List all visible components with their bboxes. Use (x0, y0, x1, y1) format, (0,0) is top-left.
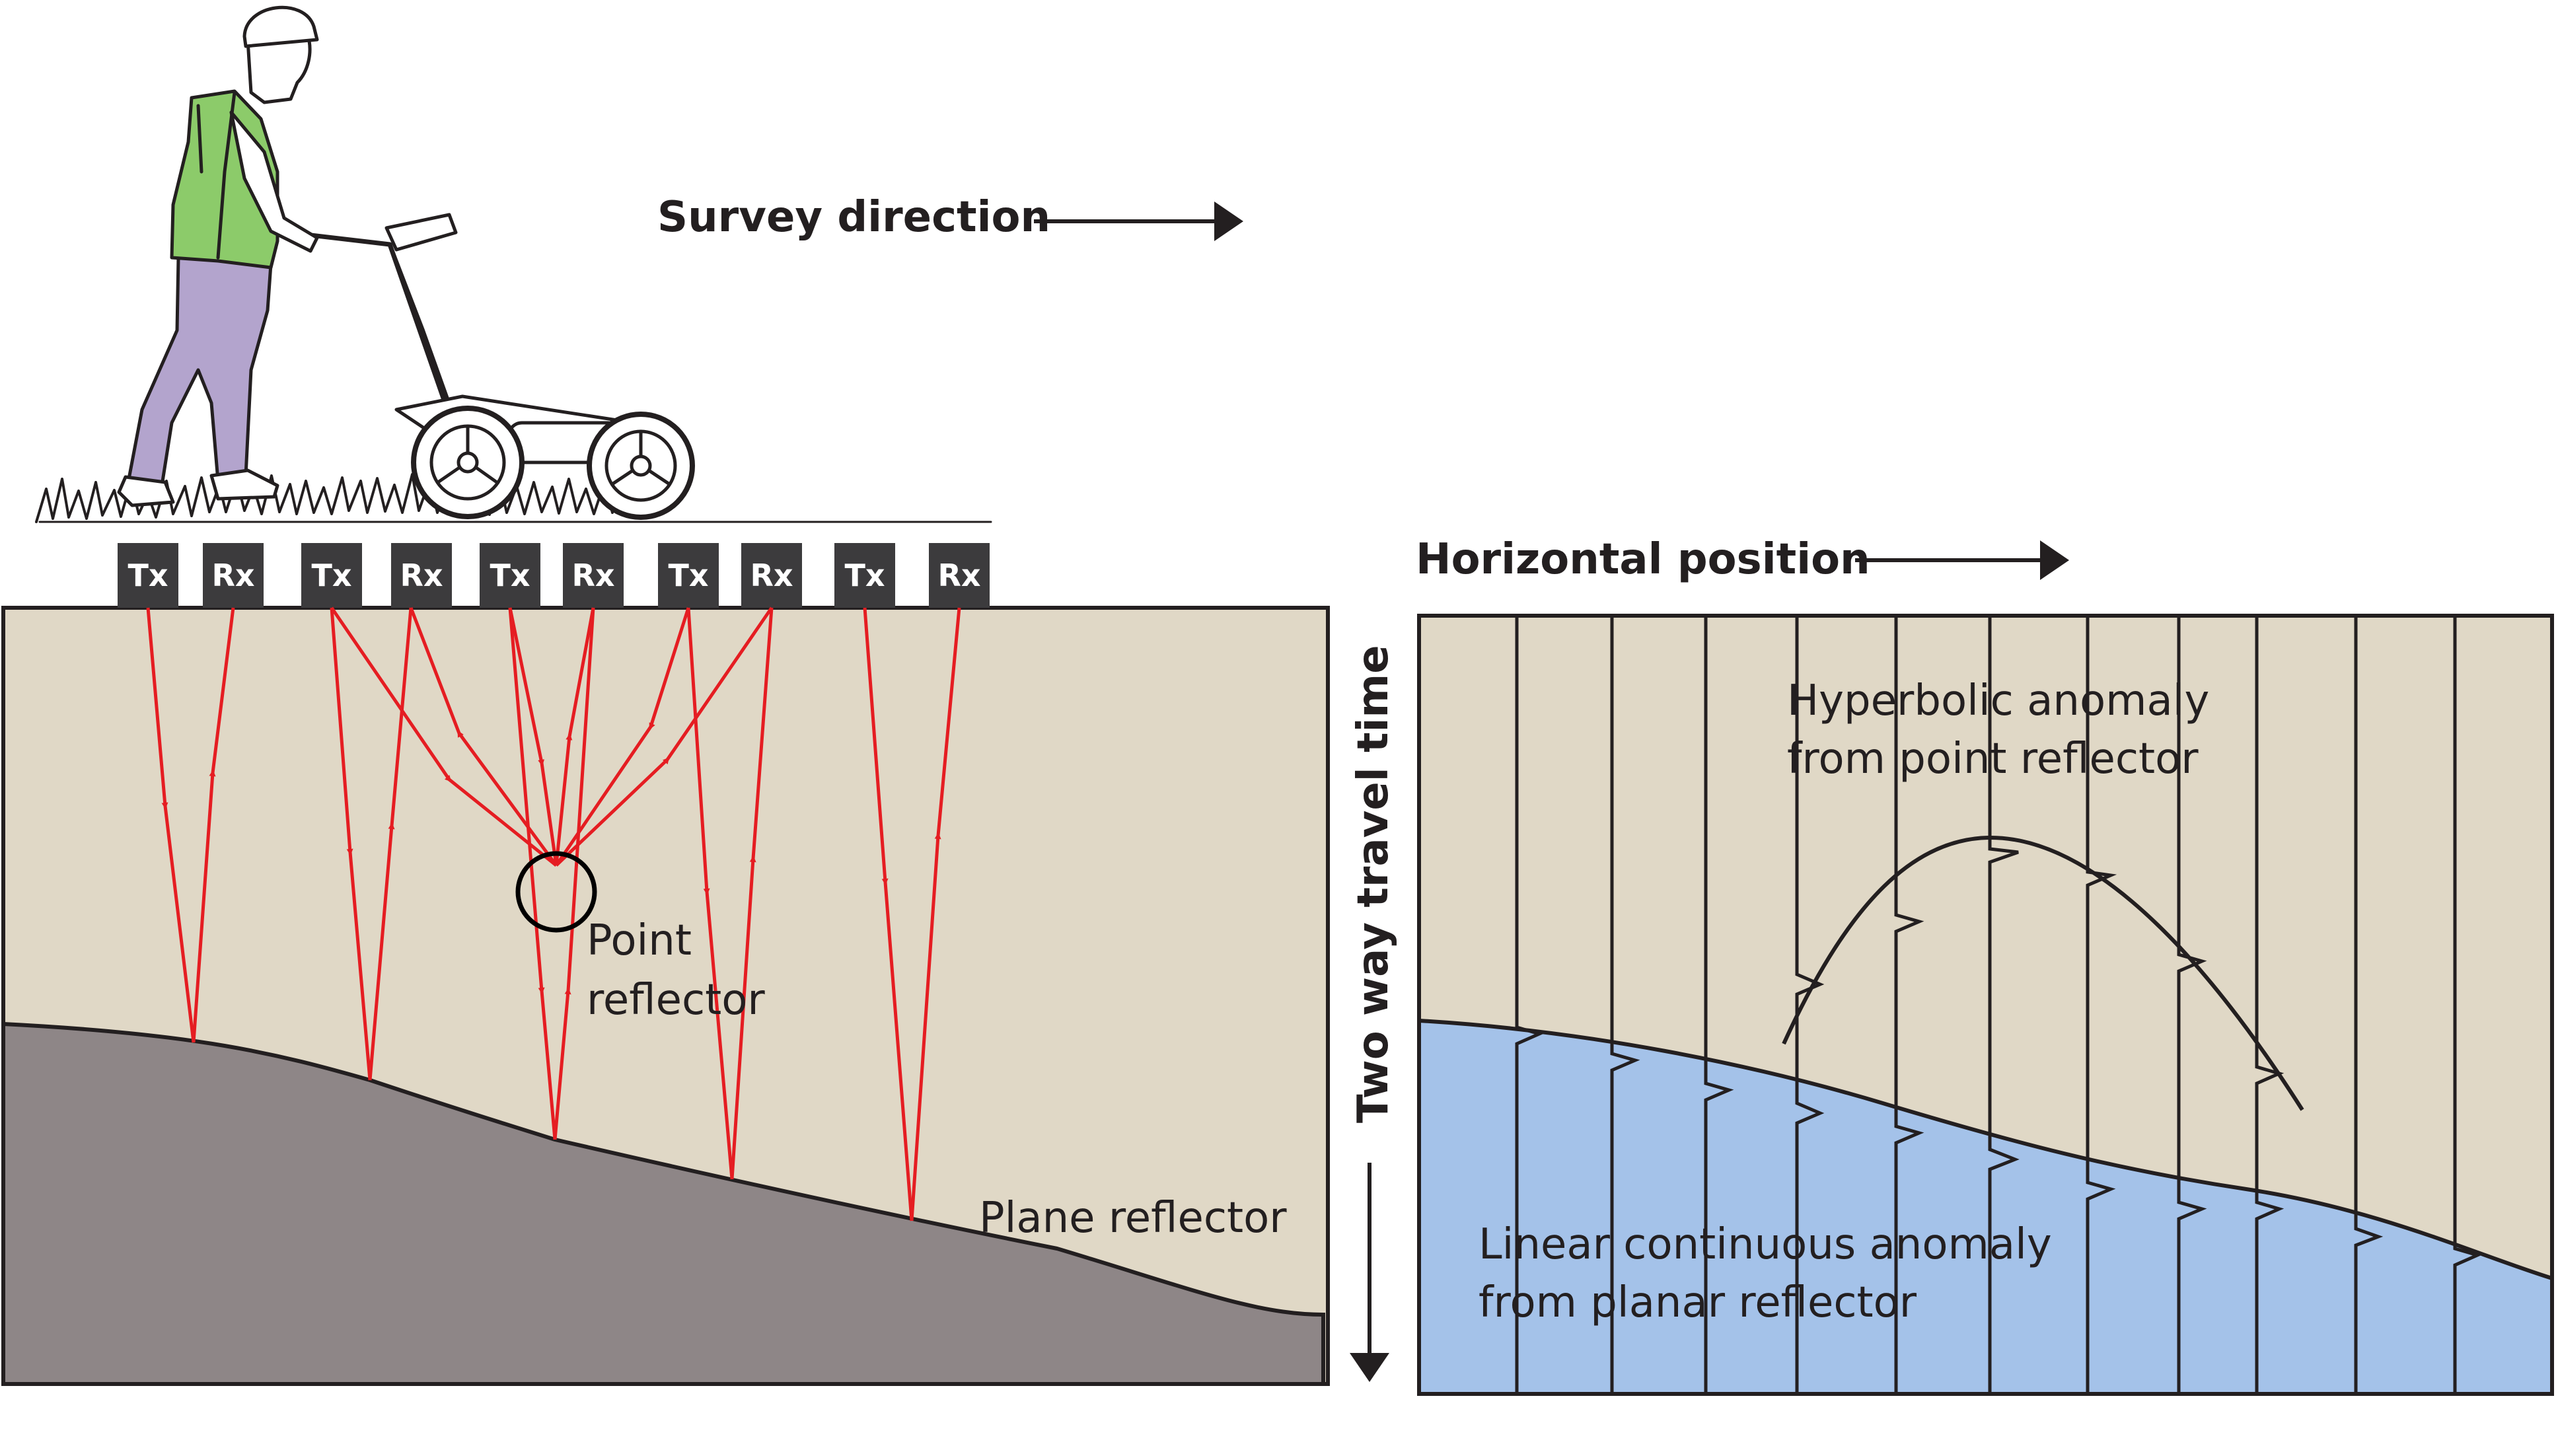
ray (910, 607, 961, 1221)
antenna-label: Rx (750, 558, 793, 593)
antenna-label: Rx (211, 558, 254, 593)
trace (1795, 616, 1825, 1394)
ray (863, 607, 914, 1221)
ray (330, 606, 558, 867)
antenna-box: Tx (480, 543, 540, 608)
arrow-right-icon (1855, 540, 2069, 580)
antenna-box: Rx (563, 543, 624, 608)
antenna-box: Rx (929, 543, 990, 608)
ray (192, 607, 235, 1043)
antenna-box: Tx (834, 543, 895, 608)
planar-anomaly-label: from planar reflector (1479, 1278, 1917, 1327)
trace (1515, 616, 1545, 1394)
ray (555, 606, 774, 867)
ray (730, 607, 774, 1180)
trace (1894, 616, 1924, 1394)
bedrock-layer (1, 1021, 1325, 1386)
gpr-operator-icon (35, 5, 992, 523)
ray (554, 607, 595, 866)
trace (1704, 616, 1734, 1394)
trace (1988, 616, 2020, 1394)
antenna-label: Tx (668, 558, 708, 593)
antenna-box: Rx (391, 543, 452, 608)
ray (554, 607, 690, 867)
survey-direction-label: Survey direction (657, 193, 1050, 242)
radargram-panel: Hyperbolic anomaly from point reflector … (1417, 614, 2554, 1396)
ray (686, 607, 734, 1180)
antenna-box: Tx (301, 543, 362, 608)
planar-reflector-zone (1417, 1018, 2554, 1396)
operator-shoe (117, 475, 175, 507)
two-way-travel-time-label: Two way travel time (1349, 645, 1398, 1123)
two-way-travel-time-axis: Two way travel time (1349, 645, 1398, 1382)
ray (409, 607, 558, 867)
antenna-label: Rx (571, 558, 614, 593)
trace (2255, 616, 2284, 1394)
operator-pants (127, 256, 273, 488)
antenna-label: Tx (128, 558, 168, 593)
gpr-cart-icon (394, 394, 695, 520)
antenna-label: Tx (490, 558, 530, 593)
point-reflector-circle (515, 851, 597, 933)
hyperbolic-anomaly (1782, 835, 2304, 1111)
point-reflector-label: Point (587, 916, 692, 965)
ray (553, 607, 595, 1140)
antenna-box: Rx (741, 543, 802, 608)
trace (2354, 616, 2384, 1394)
ray (508, 607, 558, 866)
cross-section-panel: Tx Rx Tx Rx Tx Rx (1, 543, 1330, 1386)
ray (508, 607, 557, 1140)
operator-hardhat (242, 5, 319, 48)
hyperbolic-anomaly-label: Hyperbolic anomaly (1787, 676, 2209, 725)
arrow-down-icon (1350, 1163, 1389, 1382)
planar-anomaly-label: Linear continuous anomaly (1479, 1220, 2052, 1269)
antenna-label: Tx (311, 558, 351, 593)
antenna-row: Tx Rx Tx Rx Tx Rx (118, 543, 990, 608)
horizontal-position-label: Horizontal position (1416, 535, 1870, 584)
antenna-box: Tx (658, 543, 719, 608)
antenna-box: Rx (203, 543, 264, 608)
antenna-label: Tx (844, 558, 885, 593)
antenna-box: Tx (118, 543, 178, 608)
plane-reflector-label: Plane reflector (979, 1194, 1287, 1243)
radargram-frame (1417, 614, 2554, 1396)
antenna-label: Rx (937, 558, 980, 593)
ray (368, 607, 413, 1081)
point-reflector-label: reflector (587, 976, 765, 1025)
ray (146, 607, 196, 1043)
hyperbolic-anomaly-label: from point reflector (1787, 735, 2199, 783)
trace (2177, 616, 2207, 1394)
operator-arm (229, 110, 319, 253)
arrow-right-icon (1034, 201, 1243, 241)
ray (330, 607, 372, 1081)
trace (2453, 616, 2483, 1394)
radar-traces (1515, 616, 2483, 1394)
radar-rays (146, 606, 961, 1221)
operator-shoe (209, 468, 279, 501)
antenna-label: Rx (400, 558, 443, 593)
